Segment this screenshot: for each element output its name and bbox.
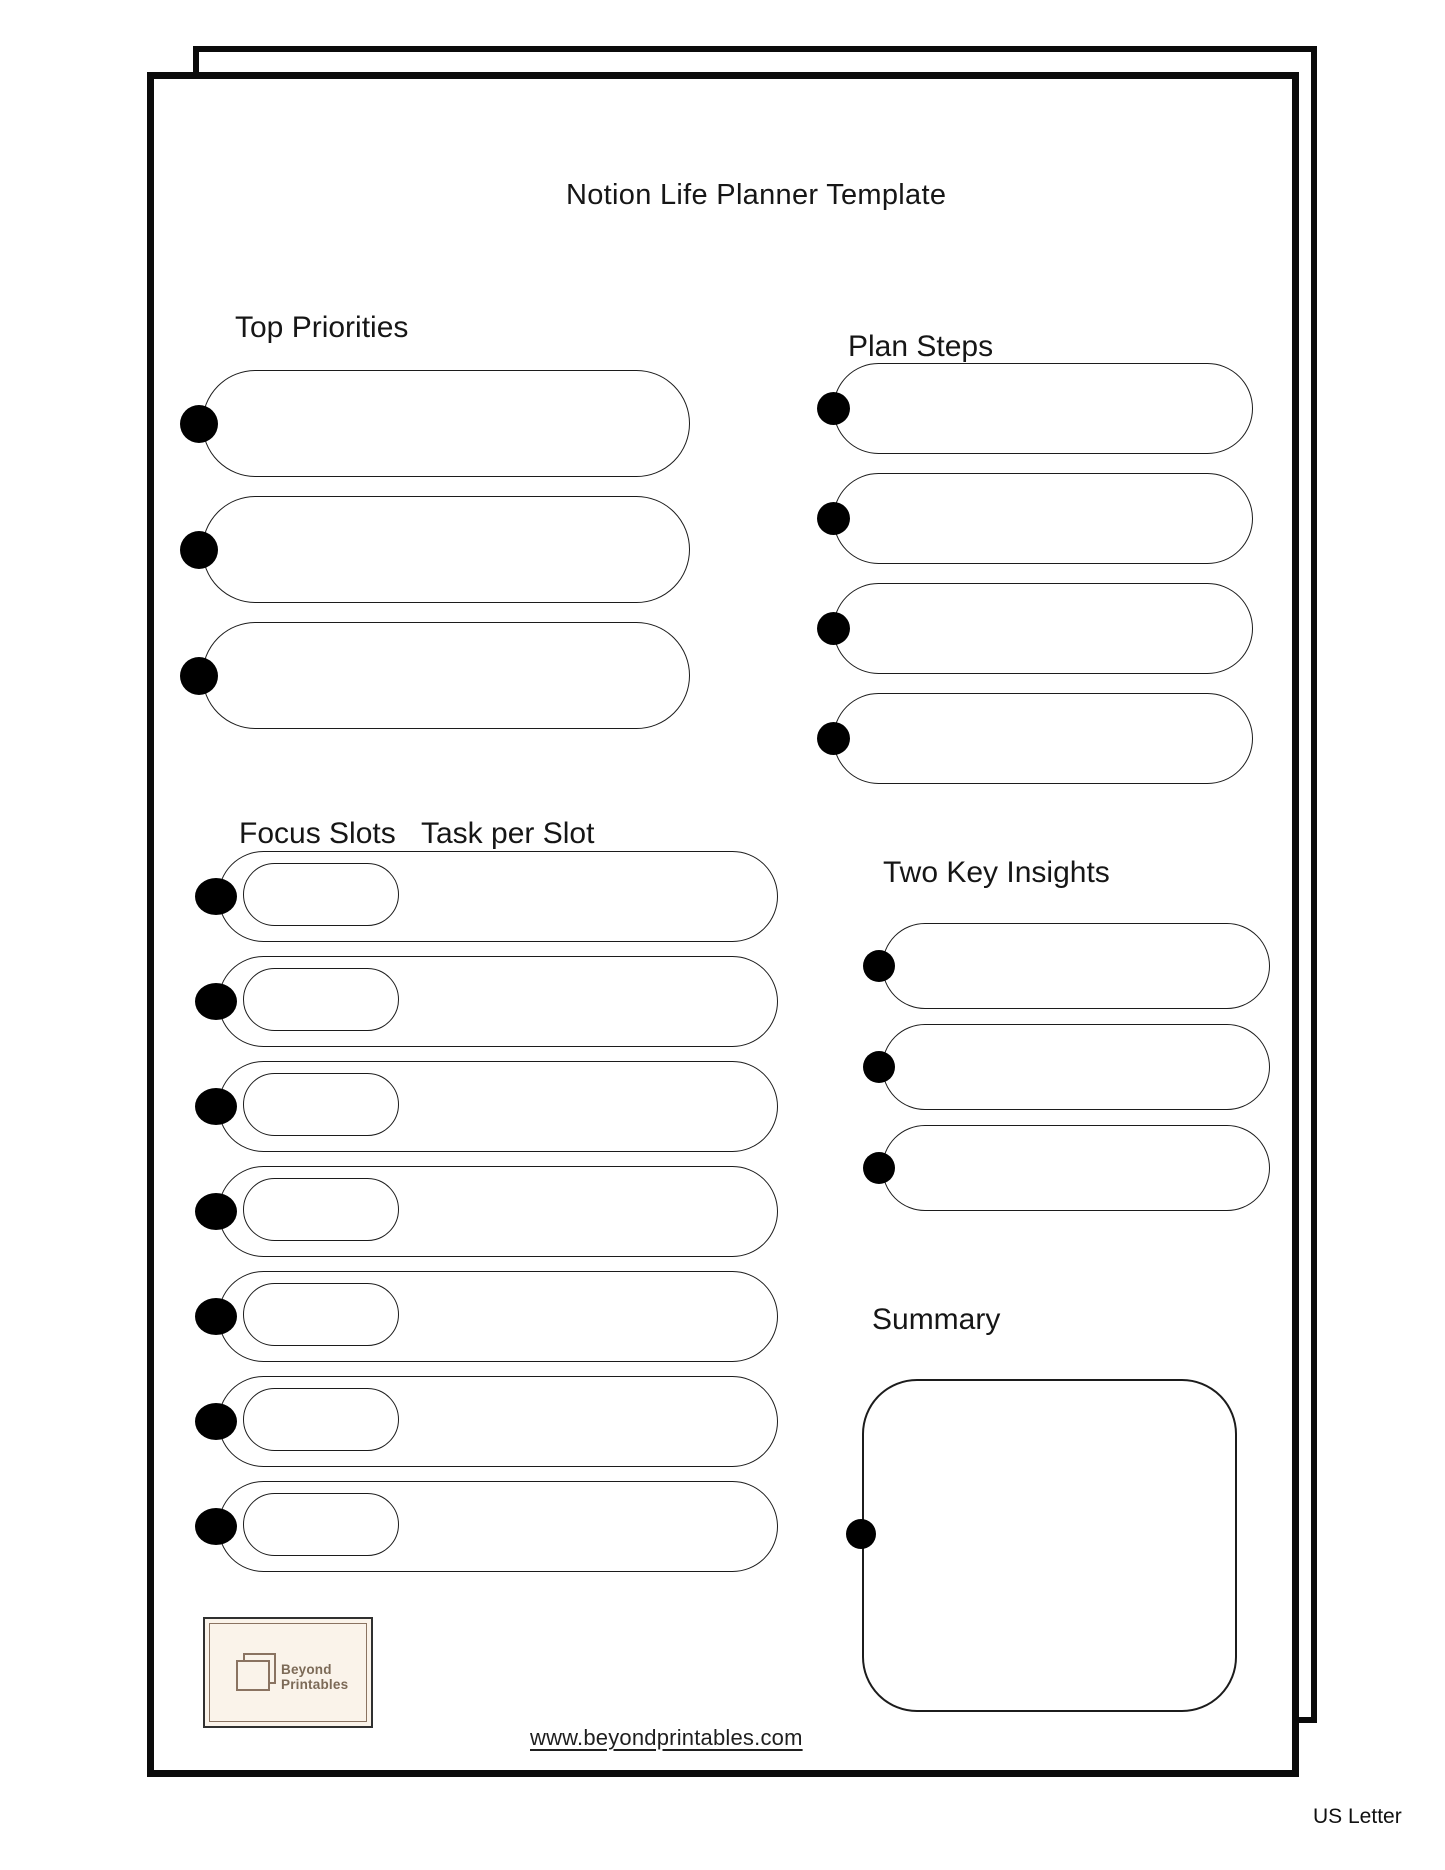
plan-step-slot[interactable] xyxy=(817,473,1253,564)
page-title: Notion Life Planner Template xyxy=(566,179,947,211)
brand-name-line1: Beyond xyxy=(281,1662,332,1677)
focus-slot-time-chip[interactable] xyxy=(243,1178,399,1241)
pages-icon xyxy=(236,1660,270,1691)
insight-slot[interactable] xyxy=(863,1125,1270,1211)
brand-logo: Beyond Printables xyxy=(203,1617,373,1728)
focus-slot-row[interactable] xyxy=(195,956,778,1047)
task-per-slot-heading: Task per Slot xyxy=(421,817,595,850)
top-priorities-list xyxy=(180,370,690,729)
plan-step-slot[interactable] xyxy=(817,583,1253,674)
bullet-dot xyxy=(180,656,218,695)
bullet-dot xyxy=(863,1051,895,1083)
focus-slot-row[interactable] xyxy=(195,1271,778,1362)
priority-slot[interactable] xyxy=(180,622,690,729)
bullet-dot xyxy=(817,502,850,535)
bullet-dot xyxy=(817,722,850,755)
priority-slot[interactable] xyxy=(180,370,690,477)
focus-slot-row[interactable] xyxy=(195,851,778,942)
bullet-dot xyxy=(863,950,895,982)
brand-name-line2: Printables xyxy=(281,1676,349,1692)
brand-name: Beyond Printables xyxy=(281,1662,349,1692)
focus-slot-row[interactable] xyxy=(195,1376,778,1467)
focus-slot-time-chip[interactable] xyxy=(243,1493,399,1556)
bullet-dot xyxy=(180,404,218,443)
bullet-dot xyxy=(863,1152,895,1184)
bullet-dot xyxy=(817,392,850,425)
insight-slot[interactable] xyxy=(863,923,1270,1009)
priority-slot[interactable] xyxy=(180,496,690,603)
bullet-dot xyxy=(180,530,218,569)
bullet-dot xyxy=(195,1508,237,1545)
logo-inner-frame xyxy=(209,1623,367,1722)
focus-slot-time-chip[interactable] xyxy=(243,1073,399,1136)
planner-page: Notion Life Planner Template Top Priorit… xyxy=(147,72,1299,1777)
bullet-dot xyxy=(195,1088,237,1125)
focus-slot-row[interactable] xyxy=(195,1481,778,1572)
plan-step-slot[interactable] xyxy=(817,693,1253,784)
bullet-dot xyxy=(846,1519,876,1549)
bullet-dot xyxy=(195,878,237,915)
focus-slot-time-chip[interactable] xyxy=(243,863,399,926)
summary-box[interactable] xyxy=(846,1379,1237,1712)
focus-slot-time-chip[interactable] xyxy=(243,1283,399,1346)
insights-list xyxy=(863,923,1270,1211)
top-priorities-heading: Top Priorities xyxy=(235,311,409,344)
bullet-dot xyxy=(817,612,850,645)
focus-slot-row[interactable] xyxy=(195,1166,778,1257)
summary-heading: Summary xyxy=(872,1303,1001,1336)
focus-slot-row[interactable] xyxy=(195,1061,778,1152)
bullet-dot xyxy=(195,983,237,1020)
plan-step-slot[interactable] xyxy=(817,363,1253,454)
plan-steps-list xyxy=(817,363,1253,784)
focus-slots-heading: Focus Slots xyxy=(239,817,396,850)
insights-heading: Two Key Insights xyxy=(883,856,1110,889)
focus-slot-time-chip[interactable] xyxy=(243,1388,399,1451)
plan-steps-heading: Plan Steps xyxy=(848,330,994,363)
bullet-dot xyxy=(195,1403,237,1440)
bullet-dot xyxy=(195,1298,237,1335)
insight-slot[interactable] xyxy=(863,1024,1270,1110)
bullet-dot xyxy=(195,1193,237,1230)
page-size-label: US Letter xyxy=(1313,1805,1402,1828)
website-link[interactable]: www.beyondprintables.com xyxy=(530,1725,803,1750)
focus-slot-time-chip[interactable] xyxy=(243,968,399,1031)
focus-slots-list xyxy=(195,851,778,1572)
